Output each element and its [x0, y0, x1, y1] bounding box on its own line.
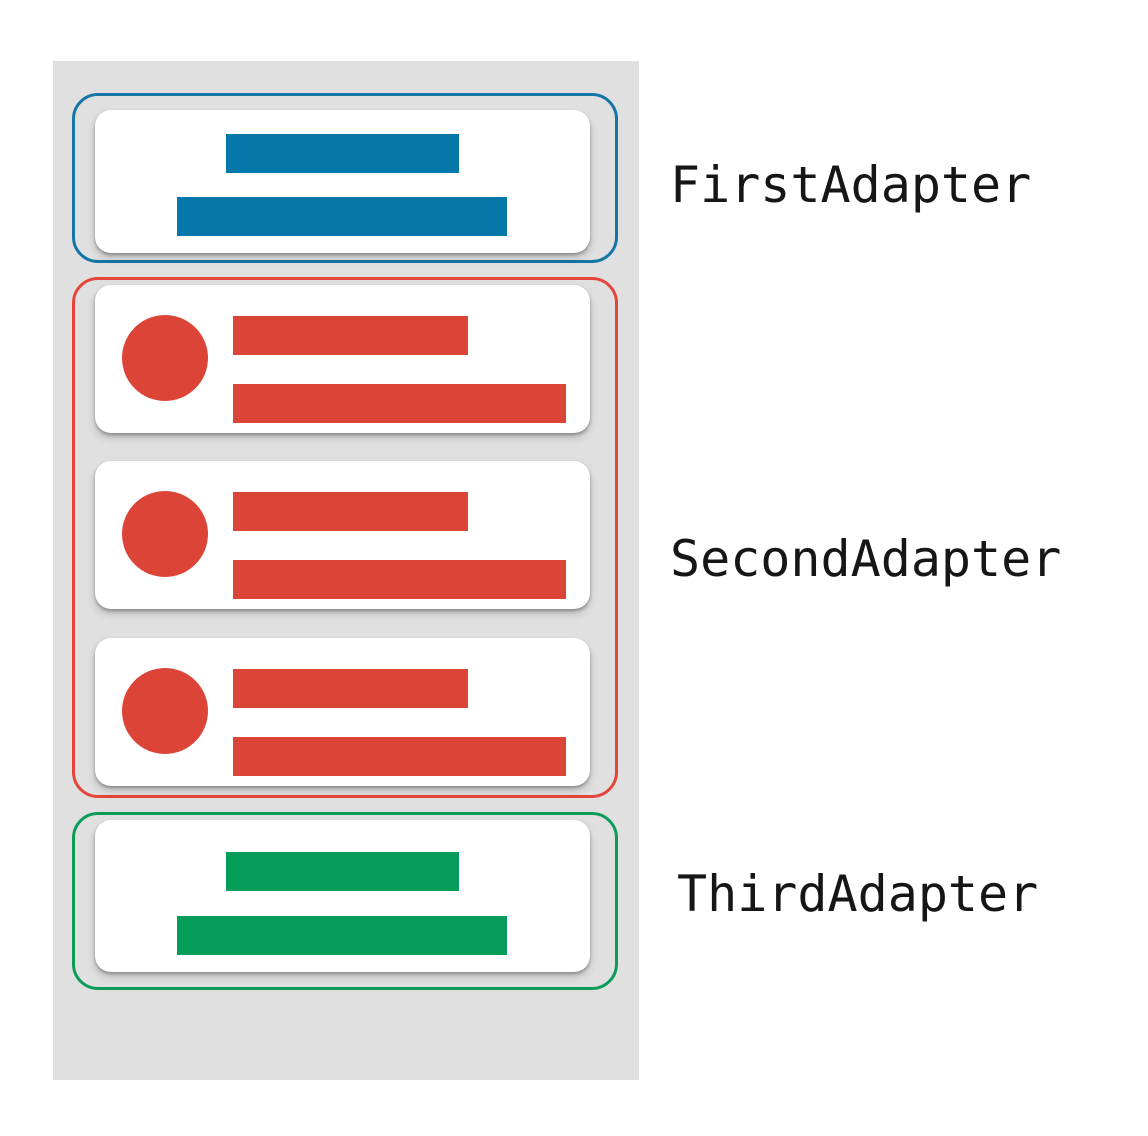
avatar-circle-placeholder	[122, 315, 208, 401]
list-item-card	[95, 820, 590, 972]
list-item-card	[95, 110, 590, 253]
long-text-line-placeholder	[177, 916, 507, 955]
third-adapter-label: ThirdAdapter	[677, 865, 1039, 923]
short-text-line-placeholder	[226, 852, 459, 891]
second-adapter-group	[72, 277, 618, 798]
long-text-line-placeholder	[177, 197, 507, 236]
long-text-line-placeholder	[233, 384, 566, 423]
first-adapter-group	[72, 93, 618, 263]
short-text-line-placeholder	[226, 134, 459, 173]
short-text-line-placeholder	[233, 669, 468, 708]
third-adapter-group	[72, 812, 618, 990]
long-text-line-placeholder	[233, 560, 566, 599]
list-item-card	[95, 285, 590, 433]
avatar-circle-placeholder	[122, 491, 208, 577]
short-text-line-placeholder	[233, 492, 468, 531]
long-text-line-placeholder	[233, 737, 566, 776]
first-adapter-label: FirstAdapter	[670, 156, 1032, 214]
short-text-line-placeholder	[233, 316, 468, 355]
second-adapter-label: SecondAdapter	[670, 530, 1062, 588]
list-item-card	[95, 461, 590, 609]
recyclerview-panel	[53, 61, 639, 1080]
list-item-card	[95, 638, 590, 786]
avatar-circle-placeholder	[122, 668, 208, 754]
